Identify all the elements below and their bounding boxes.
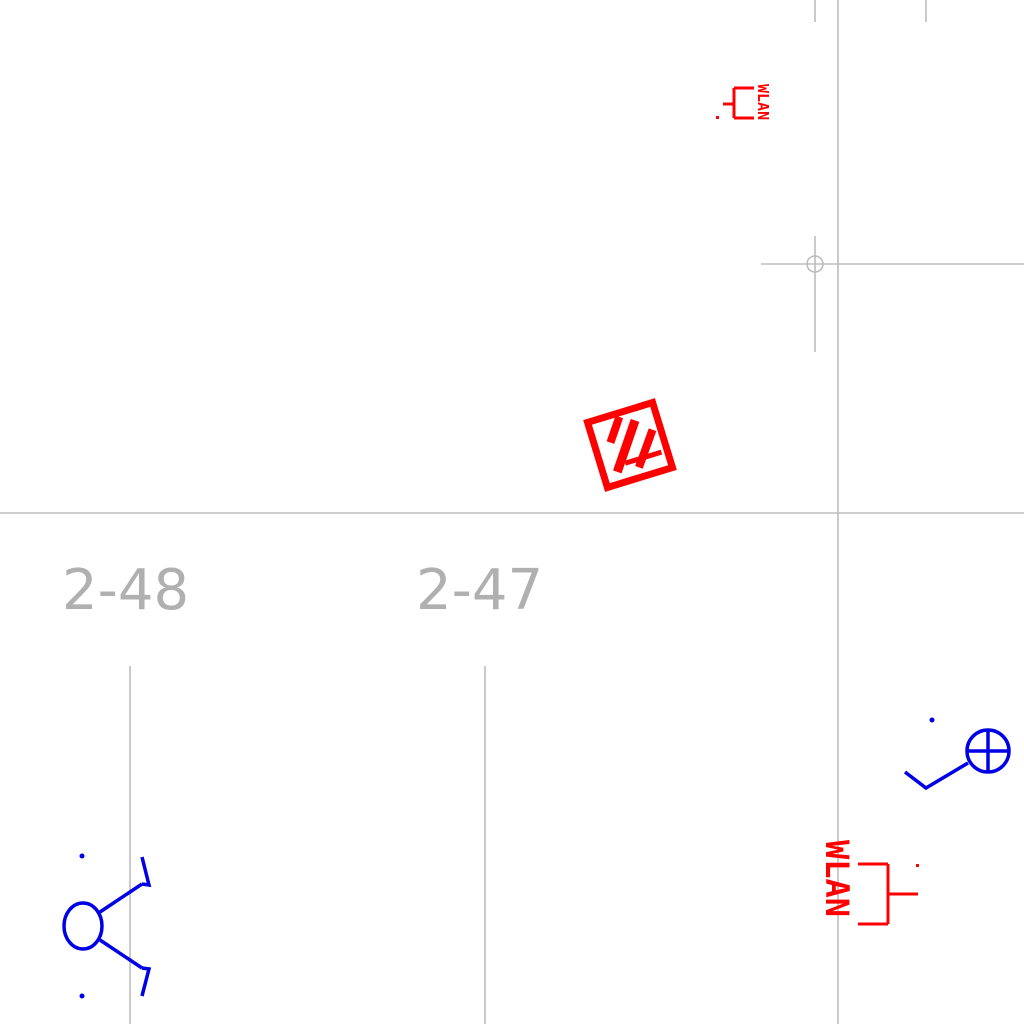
distribution-board-icon <box>583 398 677 492</box>
ceiling-light-outlet-icon <box>903 717 1011 791</box>
wlan-label: WLAN <box>818 840 856 917</box>
survey-crosshair-icon <box>761 236 1024 352</box>
wlan-label: WLAN <box>754 84 772 120</box>
grid-label-2-48: 2-48 <box>62 558 189 623</box>
wlan-access-point-icon: WLAN <box>818 840 919 926</box>
wall-light-switch-icon <box>62 853 152 999</box>
wlan-access-point-icon: WLAN <box>716 84 772 120</box>
grid-label-2-47: 2-47 <box>416 558 543 623</box>
